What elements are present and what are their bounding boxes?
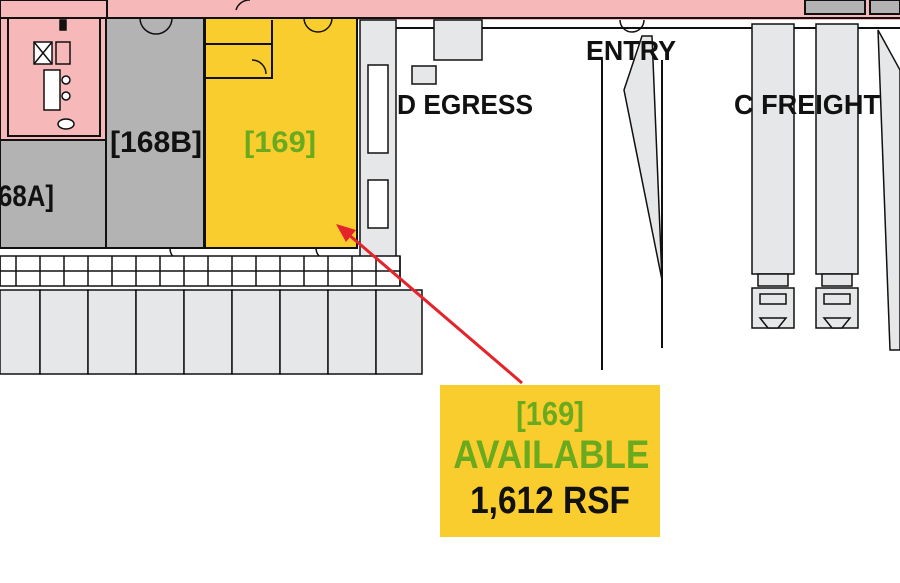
label-freight: C FREIGHT (734, 89, 880, 120)
label-168b: [168B] (110, 126, 202, 159)
label-entry: ENTRY (586, 35, 676, 66)
pointer-arrow (336, 224, 523, 385)
suite-169 (204, 17, 358, 249)
corridor-grid-lines (0, 256, 401, 286)
restroom-fixtures (33, 19, 75, 130)
label-169: [169] (244, 126, 316, 159)
storage-bays (0, 289, 423, 375)
callout-area: 1,612 RSF (470, 480, 630, 522)
label-egress: D EGRESS (397, 89, 533, 120)
callout-unit: [169] (516, 395, 584, 432)
entry-ramp (601, 35, 663, 370)
callout-status: AVAILABLE (453, 433, 650, 477)
label-168a: 68A] (0, 180, 54, 213)
suite-168a (0, 139, 107, 249)
equipment-box-small (411, 65, 437, 85)
suite-169-closet (205, 43, 273, 79)
common-corridor (0, 0, 900, 20)
freight-elevators (751, 23, 859, 329)
availability-callout: [169] AVAILABLE 1,612 RSF (440, 385, 660, 537)
freight-shaft (877, 29, 900, 351)
equipment-box (433, 19, 483, 61)
